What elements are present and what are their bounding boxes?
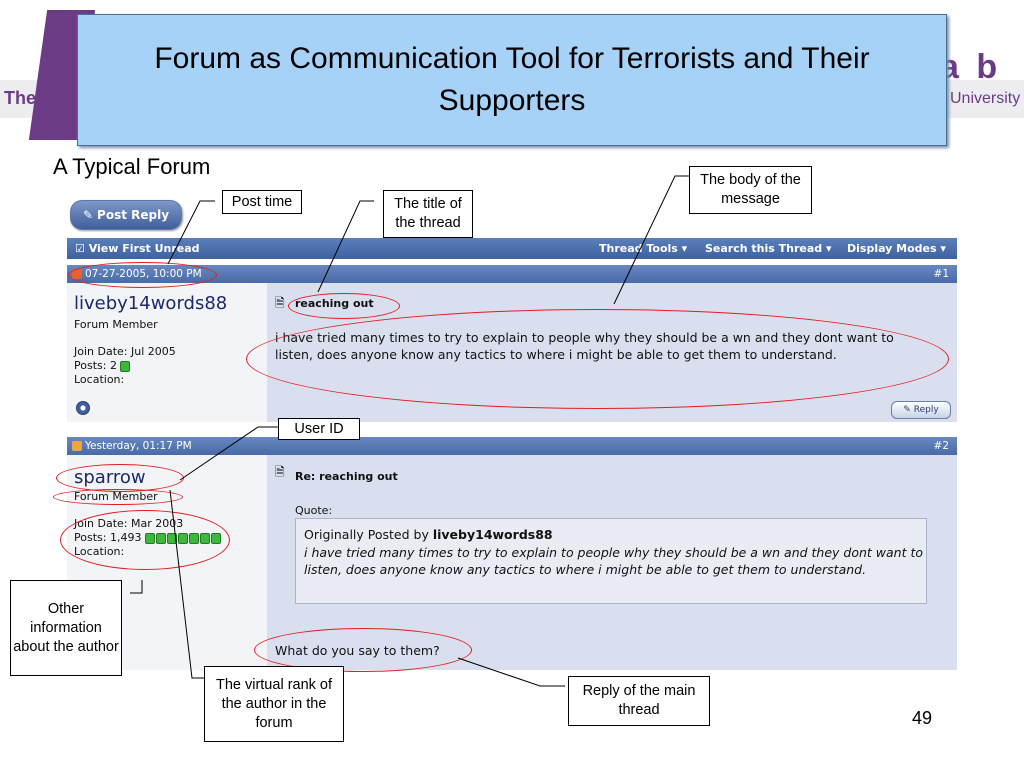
rank-pip [120,360,131,372]
thread-toolbar: ☑ View First Unread Thread Tools ▾ Searc… [67,238,957,259]
banner-logo-text: a b [940,48,1002,86]
post-reply-button[interactable]: ✎ Post Reply [70,200,182,230]
author-info-highlight [60,510,230,570]
post-2-time: Yesterday, 01:17 PM [85,440,192,452]
post-2-title: Re: reaching out [295,470,398,483]
post-1-location: Location: [74,373,125,386]
rank-highlight [53,489,183,505]
thread-tools-menu[interactable]: Thread Tools ▾ [599,242,688,255]
callout-post-time: Post time [222,190,302,214]
callout-virtual-rank: The virtual rank of the author in the fo… [204,666,344,742]
reply-highlight [254,628,472,672]
checkbox-icon: ☑ [75,242,85,255]
callout-thread-title: The title of the thread [383,190,473,238]
post-2-number[interactable]: #2 [933,440,949,452]
reply-icon: ✎ [903,405,911,415]
post-1-number[interactable]: #1 [933,268,949,280]
quote-header: Originally Posted by liveby14words88 [304,527,553,542]
post-1-rank: Forum Member [74,318,158,331]
view-first-unread-link[interactable]: ☑ View First Unread [75,242,200,255]
slide-title: Forum as Communication Tool for Terroris… [154,42,870,117]
post-reply-icon: ✎ [82,208,94,222]
post-1-username[interactable]: liveby14words88 [74,293,228,314]
callout-message-body: The body of the message [689,166,812,214]
message-body-highlight [246,309,949,409]
slide-subtitle: A Typical Forum [53,154,211,179]
post-1-post-count: Posts: 2 [74,359,131,373]
post-2-header: Yesterday, 01:17 PM #2 [67,437,957,455]
display-modes-menu[interactable]: Display Modes ▾ [847,242,946,255]
quote-label: Quote: [295,504,333,517]
post-1-reply-button[interactable]: ✎ Reply [891,401,951,419]
page-number: 49 [912,708,933,728]
post-old-icon [72,441,82,451]
offline-status-icon [76,401,90,415]
thread-title-highlight [288,293,400,319]
callout-reply: Reply of the main thread [568,676,710,726]
post-reply-label: Post Reply [97,208,170,222]
post-1-join-date: Join Date: Jul 2005 [74,345,176,358]
banner-left-text: The [4,88,37,108]
quote-author[interactable]: liveby14words88 [432,527,553,542]
callout-author-info: Other information about the author [10,580,122,676]
post-1-author: liveby14words88 Forum Member Join Date: … [67,283,267,422]
callout-user-id: User ID [278,418,360,440]
slide-title-box: Forum as Communication Tool for Terroris… [77,14,947,146]
search-thread-menu[interactable]: Search this Thread ▾ [705,242,832,255]
quote-text: i have tried many times to try to explai… [304,545,924,577]
banner-right-text: University [950,90,1021,107]
post-title-icon: 🗎 [275,296,285,310]
post-time-highlight [68,262,217,288]
quote-box: Originally Posted by liveby14words88 i h… [295,518,927,604]
post-title-icon: 🗎 [275,465,285,479]
